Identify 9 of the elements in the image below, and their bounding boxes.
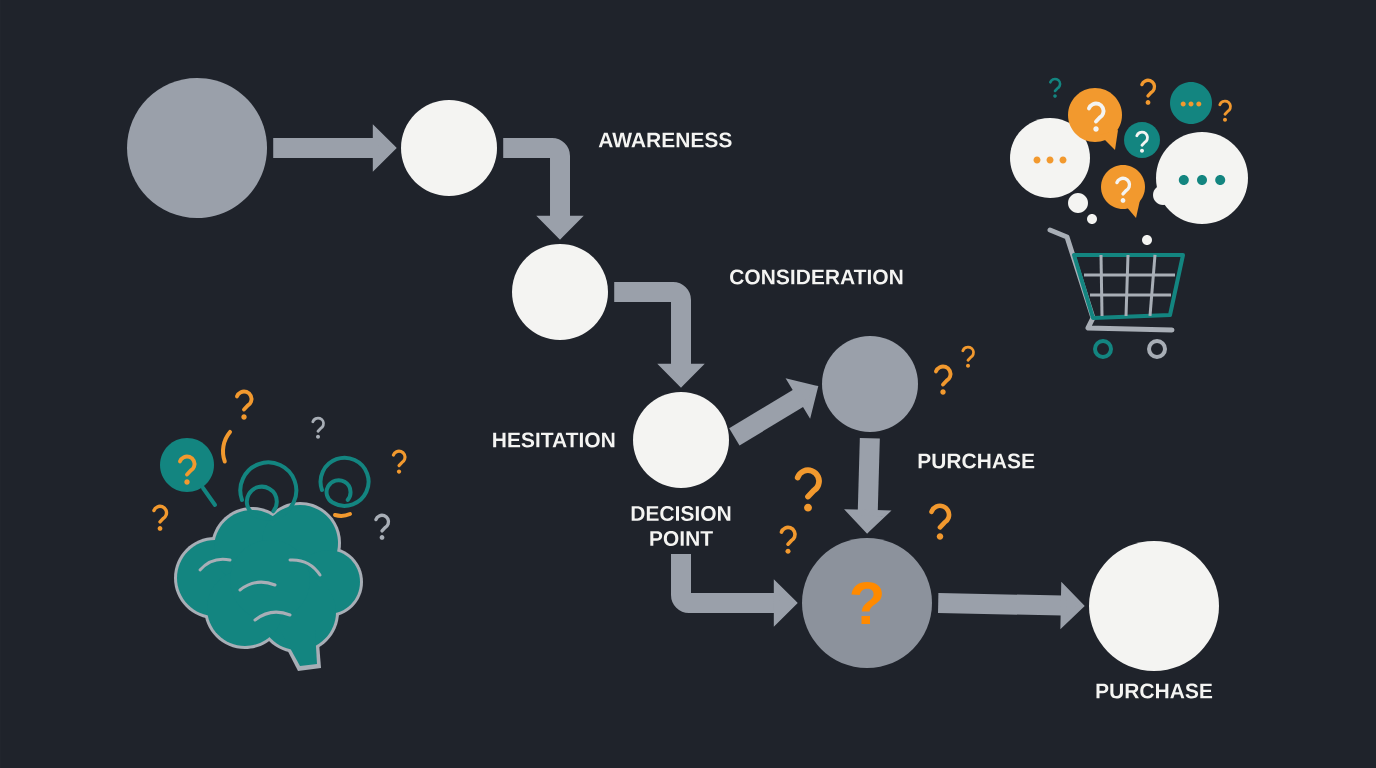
stage-label: DECISION POINT bbox=[631, 506, 731, 546]
stage-label: AWARENESS bbox=[598, 132, 732, 148]
stage-circle bbox=[512, 244, 608, 340]
stage-circle bbox=[401, 100, 497, 196]
stage-label: HESITATION bbox=[493, 432, 615, 448]
stage-label: PURCHASE bbox=[918, 453, 1035, 469]
stage-label: CONSIDERATION bbox=[730, 269, 903, 285]
stage-label: PURCHASE bbox=[1096, 683, 1213, 699]
stage-circle bbox=[127, 78, 267, 218]
